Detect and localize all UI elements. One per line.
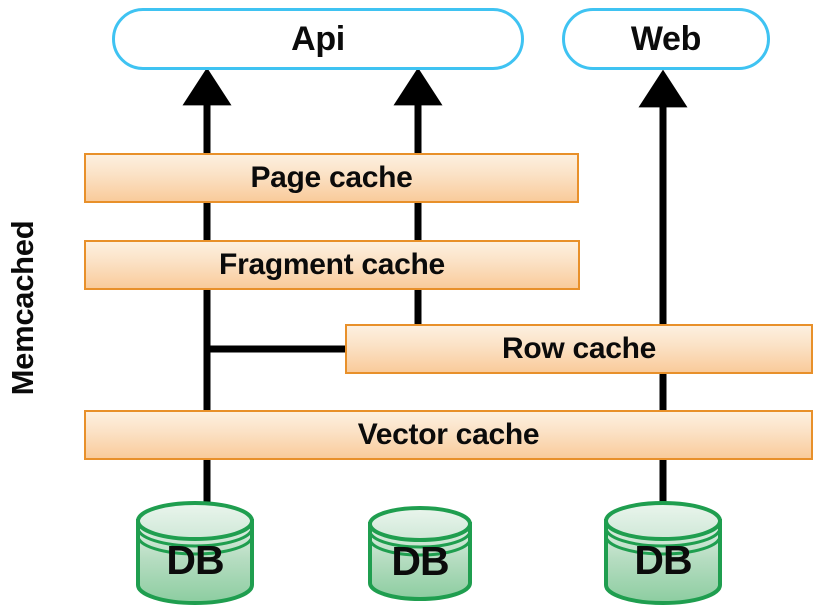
- db-middle-top: [368, 506, 472, 542]
- db-middle[interactable]: DB: [370, 538, 470, 598]
- db-right-label: DB: [634, 537, 692, 583]
- database-cylinder[interactable]: [368, 506, 472, 601]
- cache-row-label: Row cache: [501, 332, 657, 365]
- db-middle-disk-2: [368, 538, 472, 557]
- db-right[interactable]: DB: [606, 537, 720, 597]
- db-left-disk-2: [136, 535, 254, 556]
- db-middle-disk-1: [368, 530, 472, 549]
- connector-arrows: [182, 67, 688, 330]
- endpoint-api-label: Api: [291, 19, 345, 58]
- cache-page[interactable]: Page cache: [84, 153, 579, 203]
- db-right-body: [604, 519, 722, 605]
- endpoint-web[interactable]: Web: [562, 8, 770, 70]
- db-left-top: [136, 501, 254, 541]
- db-right-top: [604, 501, 722, 541]
- db-middle-body: [368, 522, 472, 601]
- database-cylinder[interactable]: [604, 501, 722, 605]
- cache-vector-label: Vector cache: [357, 418, 540, 451]
- cache-row[interactable]: Row cache: [345, 324, 813, 374]
- cache-vector[interactable]: Vector cache: [84, 410, 813, 460]
- db-middle-label: DB: [391, 538, 449, 584]
- cache-fragment[interactable]: Fragment cache: [84, 240, 580, 290]
- endpoint-web-label: Web: [630, 19, 702, 58]
- db-left-disk-1: [136, 527, 254, 548]
- endpoint-api[interactable]: Api: [112, 8, 524, 70]
- memcached-group-label: Memcached: [5, 220, 40, 396]
- database-cylinder[interactable]: [136, 501, 254, 605]
- db-right-disk-2: [604, 535, 722, 556]
- db-left[interactable]: DB: [138, 537, 252, 597]
- cache-fragment-label: Fragment cache: [219, 248, 445, 281]
- db-left-body: [136, 519, 254, 605]
- db-left-label: DB: [166, 537, 224, 583]
- cache-page-label: Page cache: [250, 161, 413, 194]
- db-right-disk-1: [604, 527, 722, 548]
